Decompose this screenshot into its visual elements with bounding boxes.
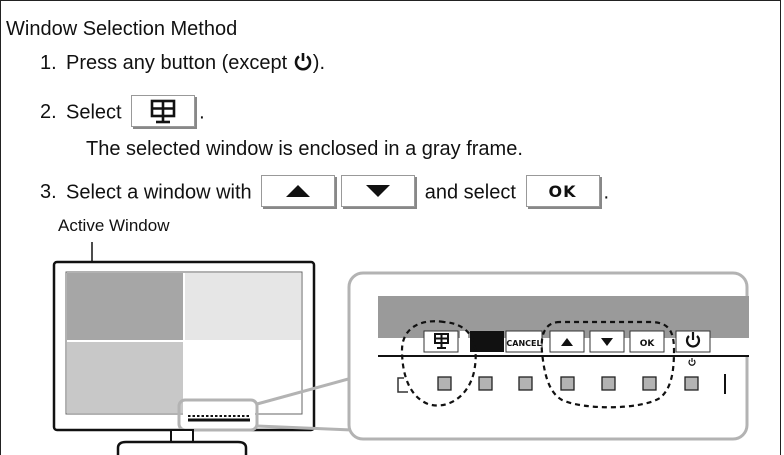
down-arrow-icon [601,338,613,346]
button-strip-highlight [177,398,259,432]
section-title: Window Selection Method [6,18,238,40]
power-icon [685,332,701,348]
monitor [52,260,316,455]
step-text-mid: and select [419,181,522,204]
touch-key [518,376,533,391]
control-panel-callout: CANCEL OK [347,271,749,441]
window-bottom-left [67,342,183,413]
navigation-keys-highlight [540,320,676,409]
power-small-icon [688,358,696,366]
touch-key [684,376,699,391]
window-select-highlight [400,320,477,407]
window-select-button[interactable] [131,95,196,127]
step-number: 3. [40,181,57,204]
step-text-end: . [603,181,610,204]
step-text: Select [66,101,128,124]
touch-key [478,376,493,391]
panel-key-black [470,331,504,352]
ok-button-label: OK [548,182,577,201]
ok-button[interactable]: OK [525,175,600,207]
step-text-end: . [199,101,205,124]
window-select-icon [434,333,449,349]
window-select-icon [150,99,176,124]
step-text: Select a window with [66,181,258,204]
up-arrow-icon [561,338,573,346]
touch-key [601,376,616,391]
step-text-end: ). [312,52,326,74]
monitor-neck [170,429,194,443]
touch-key [560,376,575,391]
window-top-right [185,273,301,340]
window-bottom-right [185,342,301,413]
panel-key-gap [460,331,468,352]
down-arrow-icon [366,185,391,197]
step-2: 2. Select . [40,95,205,129]
active-window [67,273,183,340]
step-number: 1. [40,52,57,74]
touch-key [437,376,452,391]
step-number: 2. [40,101,57,124]
up-arrow-icon [286,185,311,197]
panel-key-ok [629,330,665,353]
active-window-label: Active Window [58,216,170,235]
panel-key-ok-label: OK [640,339,656,349]
monitor-stand-base [116,440,248,455]
touch-key [642,376,657,391]
step-3: 3. Select a window with and select OK. [40,175,610,209]
down-button[interactable] [341,175,416,207]
panel-key-cancel-label: CANCEL [506,339,541,348]
up-button[interactable] [261,175,336,207]
step-2-subtext: The selected window is enclosed in a gra… [86,138,523,160]
step-text: Press any button (except [66,52,293,74]
step-1: 1. Press any button (except ). [40,52,325,78]
panel-key-power [675,330,711,353]
power-icon [293,52,313,78]
